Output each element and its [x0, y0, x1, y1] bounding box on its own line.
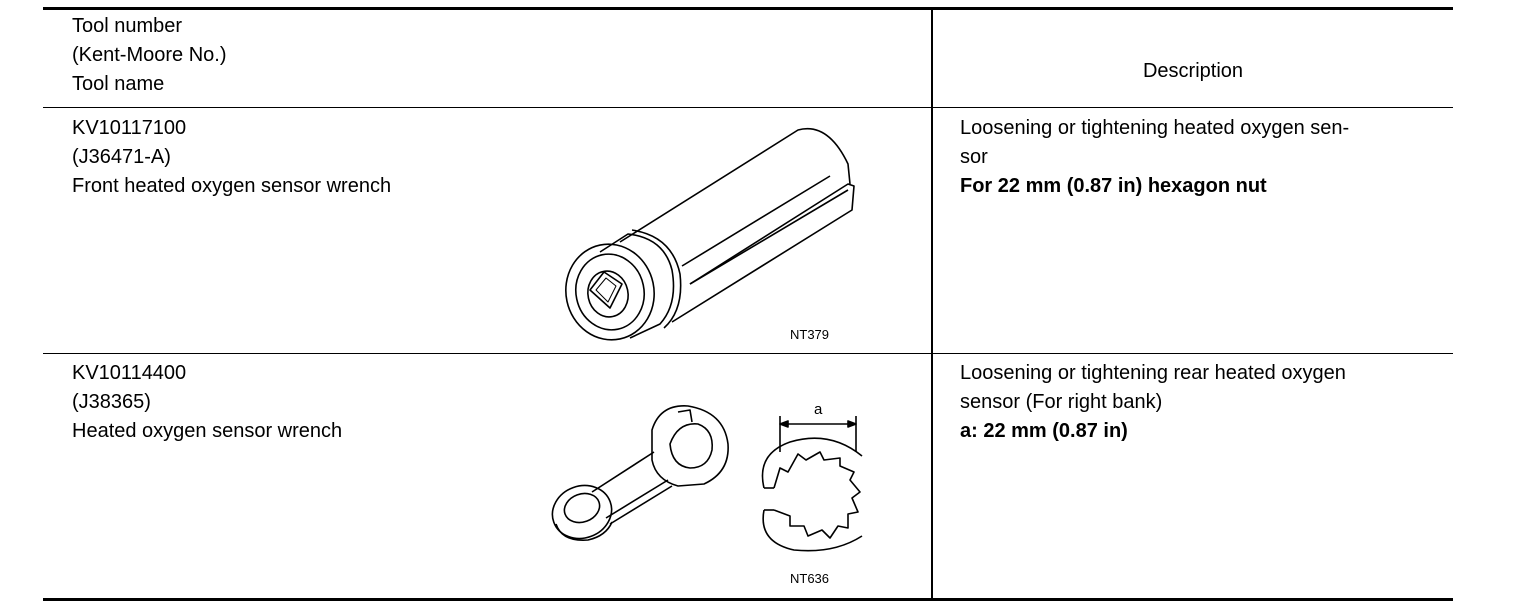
figure-code: NT379 — [790, 327, 830, 342]
header-bottom-rule — [43, 107, 1453, 108]
oxygen-sensor-socket-illustration — [565, 128, 855, 341]
dimension-a-diagram — [761, 416, 863, 552]
row-description-line2: sensor (For right bank) — [960, 391, 1163, 413]
table-top-rule — [43, 7, 1453, 10]
row-description-spec: For 22 mm (0.87 in) hexagon nut — [960, 175, 1267, 197]
offset-ring-wrench-illustration — [551, 405, 729, 541]
header-tool-name: Tool name — [72, 73, 165, 95]
header-tool-number: Tool number — [72, 15, 183, 37]
header-description: Description — [1142, 60, 1244, 82]
column-divider — [931, 8, 933, 599]
row-description-line2: sor — [960, 146, 988, 168]
dimension-label: a — [814, 401, 823, 418]
table-bottom-rule — [43, 598, 1453, 601]
row-description-line1: Loosening or tightening heated oxygen se… — [960, 117, 1350, 139]
row-kent-moore: (J38365) — [72, 391, 151, 413]
row-tool-number: KV10114400 — [72, 362, 187, 384]
row-kent-moore: (J36471-A) — [72, 146, 171, 168]
header-kent-moore: (Kent-Moore No.) — [72, 44, 227, 66]
figure-code: NT636 — [790, 571, 830, 586]
row-tool-name: Front heated oxygen sensor wrench — [72, 175, 392, 197]
row-description-spec: a: 22 mm (0.87 in) — [960, 420, 1128, 442]
row-description-line1: Loosening or tightening rear heated oxyg… — [960, 362, 1346, 384]
row-tool-name: Heated oxygen sensor wrench — [72, 420, 343, 442]
row-tool-number: KV10117100 — [72, 117, 187, 139]
row-divider-rule — [43, 353, 1453, 354]
